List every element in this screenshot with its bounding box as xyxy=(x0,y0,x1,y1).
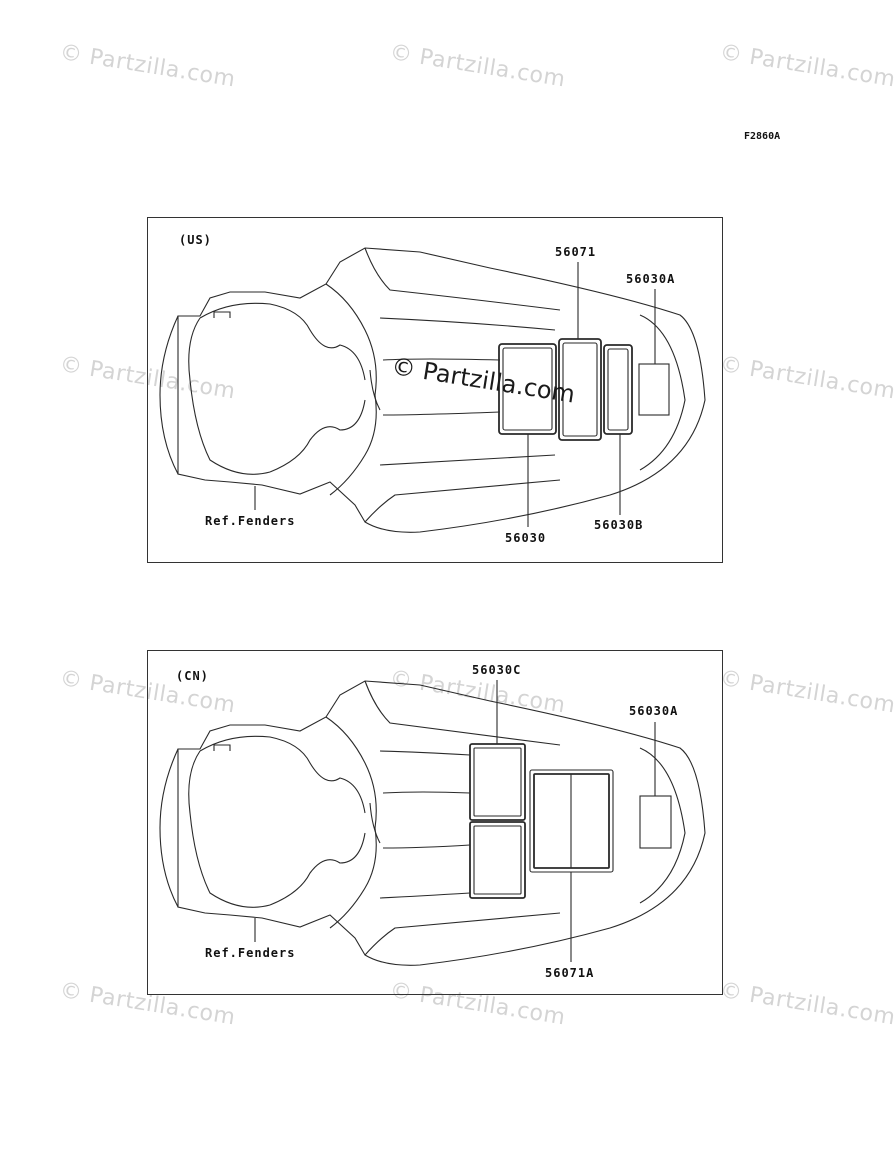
seat-drawing-us xyxy=(159,247,706,533)
ref-fenders-label-us[interactable]: Ref.Fenders xyxy=(205,514,296,528)
region-label-cn: (CN) xyxy=(176,669,209,683)
part-label-56071a[interactable]: 56071A xyxy=(545,966,595,980)
diagram-code: F2860A xyxy=(744,131,781,142)
part-label-56030[interactable]: 56030 xyxy=(505,531,547,545)
part-label-56030b[interactable]: 56030B xyxy=(594,518,644,532)
panel-us xyxy=(147,217,723,563)
part-label-56071[interactable]: 56071 xyxy=(555,245,597,259)
ref-fenders-label-cn[interactable]: Ref.Fenders xyxy=(205,946,296,960)
region-label-us: (US) xyxy=(179,233,212,247)
panel-cn xyxy=(147,650,723,995)
part-label-56030a-us[interactable]: 56030A xyxy=(626,272,676,286)
seat-drawing-cn xyxy=(159,680,706,966)
part-label-56030a-cn[interactable]: 56030A xyxy=(629,704,679,718)
part-label-56030c[interactable]: 56030C xyxy=(472,663,522,677)
